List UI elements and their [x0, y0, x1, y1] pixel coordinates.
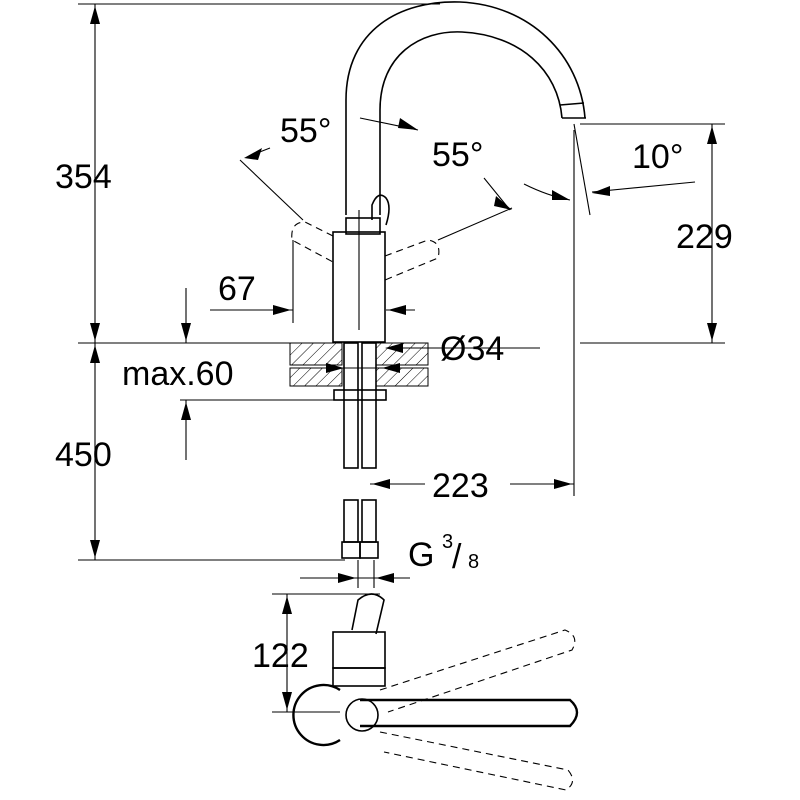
counter-top-left — [289, 342, 343, 366]
arrow-450-top — [90, 345, 100, 363]
arrow-354-bottom — [90, 323, 100, 341]
angle-55-right-label: 55° — [432, 136, 483, 174]
spout-outer-arc — [345, 1, 586, 215]
dim-g38-main: G — [408, 536, 434, 574]
hose-fitting-left — [341, 541, 361, 559]
spout-tip-ring — [559, 102, 585, 106]
arrow-g38-left — [338, 573, 356, 583]
body-cap — [345, 217, 381, 235]
arrow-max60-bottom — [181, 402, 191, 420]
handle-swivel-left — [291, 221, 334, 263]
counter-top-right — [375, 342, 429, 366]
dim-g38-denominator: 8 — [468, 551, 479, 573]
arrow-55-left — [244, 148, 262, 160]
angle-55-right-line — [437, 207, 513, 241]
mounting-nut — [333, 389, 387, 401]
arrow-67-left — [273, 305, 291, 315]
arrow-122-bottom — [282, 692, 292, 710]
angle-55-right-arm — [483, 177, 511, 211]
hose-fitting-right — [359, 541, 379, 559]
dim-g38-slash: / — [452, 538, 462, 576]
dim-122-label: 122 — [252, 637, 309, 675]
counter-bottom-right — [375, 367, 429, 387]
angle-55-left-line — [239, 159, 304, 221]
arrow-354-top — [90, 6, 100, 24]
dim-g38-numerator: 3 — [442, 531, 453, 553]
arrow-67-right — [388, 305, 406, 315]
arrow-122-top — [282, 596, 292, 614]
angle-55-left-label: 55° — [280, 112, 331, 150]
arrow-55-right — [494, 196, 512, 210]
arrow-229-bottom — [707, 323, 717, 341]
dim-229-label: 229 — [676, 218, 733, 256]
arrow-g38-right — [376, 573, 394, 583]
topview-handle — [360, 698, 579, 728]
arrow-max60-top — [181, 323, 191, 341]
arrow-223-left — [372, 479, 390, 489]
angle-10-label: 10° — [632, 138, 683, 176]
arrow-229-top — [707, 126, 717, 144]
dim-67-label: 67 — [218, 270, 256, 308]
angle-55-left-arm — [251, 147, 271, 156]
spout-inner-arc — [379, 31, 563, 215]
hose-right — [361, 342, 377, 469]
topview-handle-swivel-up — [379, 629, 576, 713]
lever-side — [371, 194, 390, 226]
arrow-10-left — [552, 190, 570, 200]
hose-right-bottom — [361, 499, 377, 543]
dim-223-label: 223 — [432, 467, 489, 505]
arrow-450-bottom — [90, 540, 100, 558]
topview-body-lower — [332, 667, 386, 687]
hose-left-bottom — [343, 499, 359, 543]
topview-body — [332, 631, 386, 669]
arrow-55-top — [398, 118, 418, 130]
hose-left — [343, 342, 359, 469]
dim-d34-label: Ø34 — [440, 330, 504, 368]
dim-354-label: 354 — [55, 158, 112, 196]
topview-handle-swivel-down — [379, 731, 574, 791]
dim-450-label: 450 — [55, 436, 112, 474]
topview-base-ring — [292, 683, 341, 747]
counter-bottom-left — [289, 367, 343, 387]
handle-swivel-right — [384, 239, 440, 281]
arrow-10-right — [592, 186, 610, 196]
arrow-223-right — [554, 479, 572, 489]
dim-max60-label: max.60 — [122, 355, 234, 393]
topview-lever-upper — [351, 593, 385, 635]
angle-10-line — [573, 123, 591, 216]
